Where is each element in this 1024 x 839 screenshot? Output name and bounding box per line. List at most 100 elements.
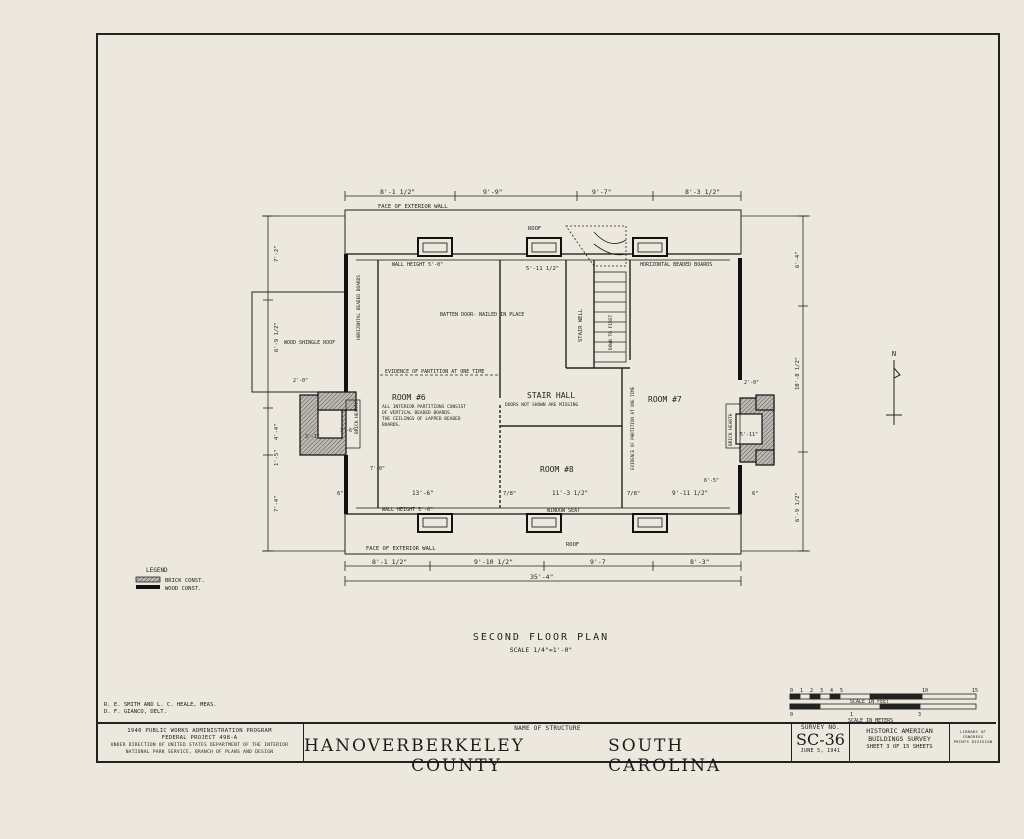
dim-fire-left: 2'-0" [293, 378, 308, 384]
note-face-top: FACE OF EXTERIOR WALL [378, 204, 448, 210]
credits: R. E. SMITH AND L. C. HEALE, MEAS. D. F.… [104, 702, 217, 716]
structure-name-3: SOUTH CAROLINA [608, 736, 722, 776]
sheet-number: SHEET 3 OF 15 SHEETS [866, 744, 933, 750]
dim-bottom-3: 9'-7 [590, 558, 606, 566]
dim-side-a: 3'-1" [305, 434, 320, 440]
dim-seven8-a: 7/8" [503, 491, 516, 497]
dim-left-1: 7'-2" [274, 245, 280, 262]
note-batten-doors: BATTEN DOOR- NAILED IN PLACE [440, 312, 524, 318]
sheet-border [96, 33, 1000, 763]
note-window-seat: WINDOW SEAT [547, 508, 580, 514]
dim-top-4: 8'-3 1/2" [685, 188, 720, 196]
meter-tick-3: 3 [918, 712, 921, 718]
legend-swatches [135, 576, 161, 589]
scale-tick-2: 2 [810, 688, 813, 694]
stair-hall-label: STAIR HALL [527, 391, 575, 400]
dim-room6-width: 13'-6" [412, 490, 434, 497]
structure-name-1: HANOVER [304, 736, 412, 756]
dim-right-2: 10'-8 1/2" [795, 357, 801, 390]
program-line-3: UNDER DIRECTION OF UNITED STATES DEPARTM… [110, 743, 289, 748]
room-7-label: ROOM #7 [648, 395, 682, 404]
dim-inch6-left: 6" [337, 491, 344, 497]
library-cell: LIBRARY OF CONGRESS PRINTS DIVISION [950, 724, 996, 761]
survey-number: SC-36 [796, 730, 845, 749]
drawing-title: SECOND FLOOR PLAN [473, 632, 609, 643]
scale-bar [789, 693, 977, 710]
note-doors-missing: DOORS NOT SHOWN ARE MISSING [505, 402, 578, 408]
scale-tick-4: 4 [830, 688, 833, 694]
dim-hearth-left: 3'-6" [340, 428, 355, 434]
program-line-1: 1940 PUBLIC WORKS ADMINISTRATION PROGRAM [127, 728, 272, 734]
note-wall-height-top: WALL HEIGHT 5'-0" [392, 262, 443, 268]
dim-right-1: 6'-4" [795, 251, 801, 268]
habs-cell: HISTORIC AMERICAN BUILDINGS SURVEY SHEET… [850, 724, 950, 761]
note-evidence-partition-right: EVIDENCE OF PARTITION AT ONE TIME [630, 386, 635, 470]
dim-left-4: 1'-5" [274, 449, 280, 466]
dormers [417, 237, 668, 533]
note-face-bottom: FACE OF EXTERIOR WALL [366, 546, 436, 552]
dim-stair-width: 5'-11 1/2" [526, 266, 559, 272]
program-cell: 1940 PUBLIC WORKS ADMINISTRATION PROGRAM… [96, 724, 304, 761]
scale-feet-label: SCALE IN FEET [850, 699, 889, 705]
survey-label: SURVEY NO. [800, 724, 841, 731]
dim-top-2: 9'-9" [483, 188, 503, 196]
note-roof-bottom: ROOF [566, 542, 579, 548]
library-line-2: PRINTS DIVISION [953, 739, 993, 744]
drawing-scale: SCALE 1/4"=1'-0" [510, 646, 573, 654]
dim-seven8-b: 7/8" [627, 491, 640, 497]
scale-tick-3: 3 [820, 688, 823, 694]
stair [565, 225, 627, 363]
habs-line-2: BUILDINGS SURVEY [868, 735, 931, 743]
credit-measured: R. E. SMITH AND L. C. HEALE, MEAS. [104, 702, 217, 708]
structure-name-label: NAME OF STRUCTURE [514, 725, 581, 732]
north-arrow [886, 360, 902, 425]
note-interior-4: BOARDS. [382, 422, 401, 428]
dim-hearth-right: 5'-11" [740, 432, 758, 438]
dim-top-3: 9'-7" [592, 188, 612, 196]
library-line-1: LIBRARY OF CONGRESS [960, 729, 986, 739]
dim-inch6-right: 6" [752, 491, 759, 497]
structure-name-2: BERKELEY COUNTY [411, 736, 525, 776]
overall-dimensions [262, 191, 810, 586]
dim-room7-width: 9'-11 1/2" [672, 490, 708, 497]
dim-left-3: 4'-4" [274, 423, 280, 440]
chimneys [299, 391, 775, 466]
meter-tick-1: 1 [850, 712, 853, 718]
dim-right-3: 6'-9 1/2" [795, 492, 801, 522]
legend-title: LEGEND [146, 567, 168, 574]
note-interior-2: OF VERTICAL BEADED BOARDS. [382, 410, 452, 416]
dim-bottom-total: 35'-4" [530, 573, 553, 581]
scale-tick-0: 0 [790, 688, 793, 694]
credit-delineated: D. F. GIANCO, DELT. [104, 709, 167, 715]
room-6-label: ROOM #6 [392, 393, 426, 402]
scale-tick-1: 1 [800, 688, 803, 694]
note-evidence-partition: EVIDENCE OF PARTITION AT ONE TIME [385, 369, 484, 375]
program-line-2: FEDERAL PROJECT 498-A [161, 735, 238, 741]
dim-room8-width: 11'-3 1/2" [552, 490, 588, 497]
note-wood-shingle-roof: WOOD SHINGLE ROOF [284, 340, 335, 346]
scale-meters-label: SCALE IN METERS [848, 718, 893, 724]
dim-side-b: 7'-0" [370, 466, 385, 472]
note-interior-1: ALL INTERIOR PARTITIONS CONSIST [382, 404, 466, 410]
note-roof-top: ROOF [528, 226, 541, 232]
scale-tick-5: 5 [840, 688, 843, 694]
legend-brick: BRICK CONST. [165, 578, 205, 584]
dim-left-5: 7'-4" [274, 495, 280, 512]
room-8-label: ROOM #8 [540, 465, 574, 474]
note-horizontal-boards-left: HORIZONTAL BEADED BOARDS [356, 275, 362, 340]
survey-cell: SURVEY NO. SC-36 JUNE 5, 1941 [792, 724, 850, 761]
program-line-4: NATIONAL PARK SERVICE, BRANCH OF PLANS A… [125, 750, 274, 755]
dim-bottom-4: 8'-3" [690, 558, 710, 566]
legend-wood: WOOD CONST. [165, 586, 201, 592]
habs-line-1: HISTORIC AMERICAN [866, 727, 933, 735]
dim-fire-right: 2'-0" [744, 380, 759, 386]
brick-hearth-right: BRICK HEARTH [728, 413, 734, 446]
dim-side-c: 6'-5" [704, 478, 719, 484]
scale-tick-10: 10 [922, 688, 928, 694]
survey-date: JUNE 5, 1941 [800, 748, 841, 754]
dim-top-1: 8'-1 1/2" [380, 188, 415, 196]
dim-bottom-1: 8'-1 1/2" [372, 558, 407, 566]
structure-name-cell: NAME OF STRUCTURE HANOVER BERKELEY COUNT… [304, 724, 792, 776]
